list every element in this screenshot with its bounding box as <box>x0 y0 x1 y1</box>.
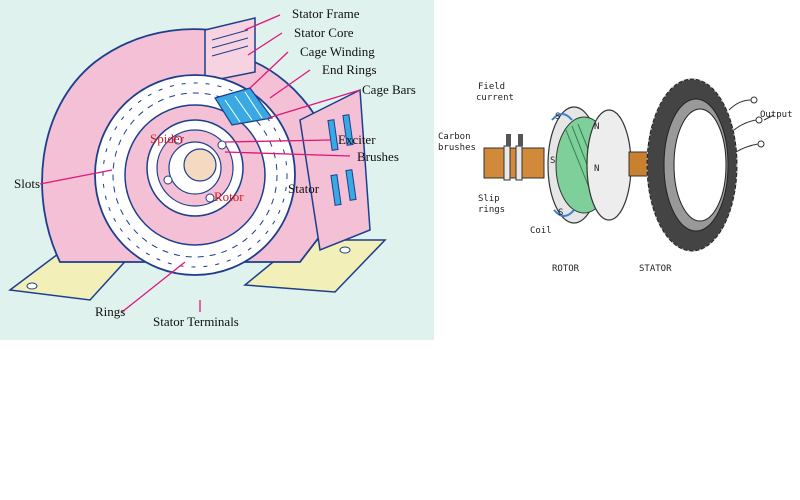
label-pole-s-mid: S <box>550 156 556 166</box>
label-stator-caption: STATOR <box>639 264 672 274</box>
label-pole-n-top: N <box>594 122 600 132</box>
label-rings: Rings <box>95 304 126 319</box>
label-brushes-right: brushes <box>438 143 476 153</box>
output-leads <box>728 96 775 153</box>
label-arrows <box>39 14 361 313</box>
label-stator: Stator <box>288 181 320 196</box>
alternator-exploded-diagram: Field current Carbon brushes Slip rings … <box>434 60 800 290</box>
label-exciter: Exciter <box>338 132 376 147</box>
label-output: Output <box>760 110 793 120</box>
label-stator-frame: Stator Frame <box>292 6 360 21</box>
rotor-shaft <box>483 145 545 181</box>
synchronous-machine-diagram: Stator Frame Stator Core Cage Winding En… <box>0 0 434 340</box>
label-rotor: Rotor <box>214 189 244 204</box>
carbon-brushes <box>506 134 523 146</box>
alternator-drawing <box>483 78 775 252</box>
label-stator-core: Stator Core <box>294 25 354 40</box>
rotor <box>146 119 244 217</box>
label-brushes: Brushes <box>357 149 399 164</box>
label-pole-s-bottom: S <box>558 208 564 218</box>
label-slip: Slip <box>478 194 500 204</box>
rotor-body <box>547 106 632 224</box>
label-coil: Coil <box>530 226 552 236</box>
label-pole-s-top: S <box>555 112 561 122</box>
label-stator-terminals: Stator Terminals <box>153 314 239 329</box>
label-cage-winding: Cage Winding <box>300 44 375 59</box>
label-spider: Spider <box>150 131 184 146</box>
label-current: current <box>476 93 514 103</box>
label-slots: Slots <box>14 176 41 191</box>
label-field: Field <box>478 82 506 92</box>
label-carbon: Carbon <box>438 132 471 142</box>
cage-winding <box>214 87 274 126</box>
label-cage-bars: Cage Bars <box>362 82 416 97</box>
stator-ring <box>646 78 738 252</box>
label-pole-n-mid: N <box>594 164 600 174</box>
label-rings-right: rings <box>478 205 506 215</box>
label-end-rings: End Rings <box>322 62 377 77</box>
machine-cutaway-drawing <box>8 14 387 313</box>
label-rotor-caption: ROTOR <box>552 264 580 274</box>
